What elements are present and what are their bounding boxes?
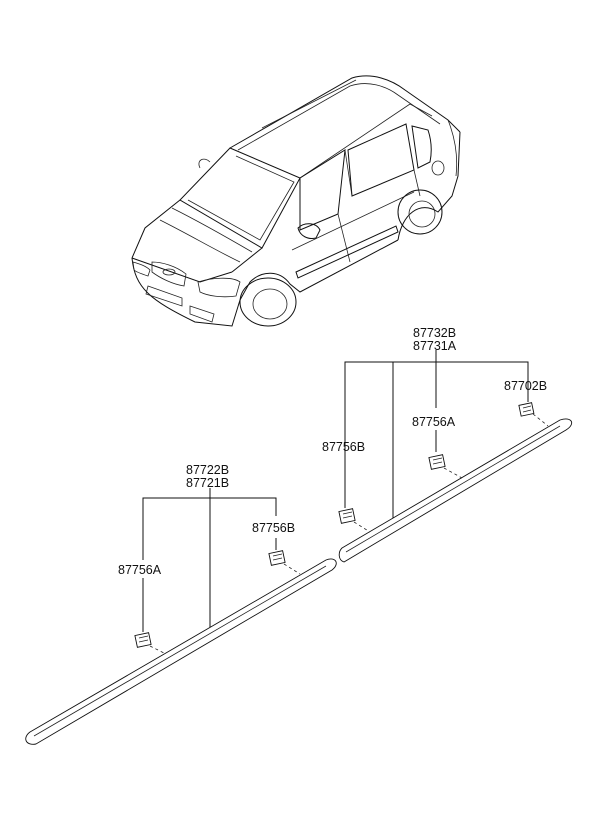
label-87722b: 87722B [186,463,229,477]
clip-87756a-upper [428,454,446,470]
car-illustration [131,75,461,327]
label-87756a-upper: 87756A [412,415,456,429]
label-87731a: 87731A [413,339,457,353]
label-87756b-lower: 87756B [252,521,295,535]
label-87756b-upper: 87756B [322,440,365,454]
clip-87756b-upper [338,508,356,524]
label-87732b: 87732B [413,326,456,340]
clip-87702b [518,402,535,417]
clip-87756b-lower [268,550,286,566]
front-molding-assembly [25,488,337,745]
rear-door-molding [338,418,573,563]
clip-87756a-lower [134,632,152,648]
label-87721b: 87721B [186,476,229,490]
label-87702b: 87702B [504,379,547,393]
rear-molding-assembly [338,350,573,563]
label-87756a-lower: 87756A [118,563,162,577]
